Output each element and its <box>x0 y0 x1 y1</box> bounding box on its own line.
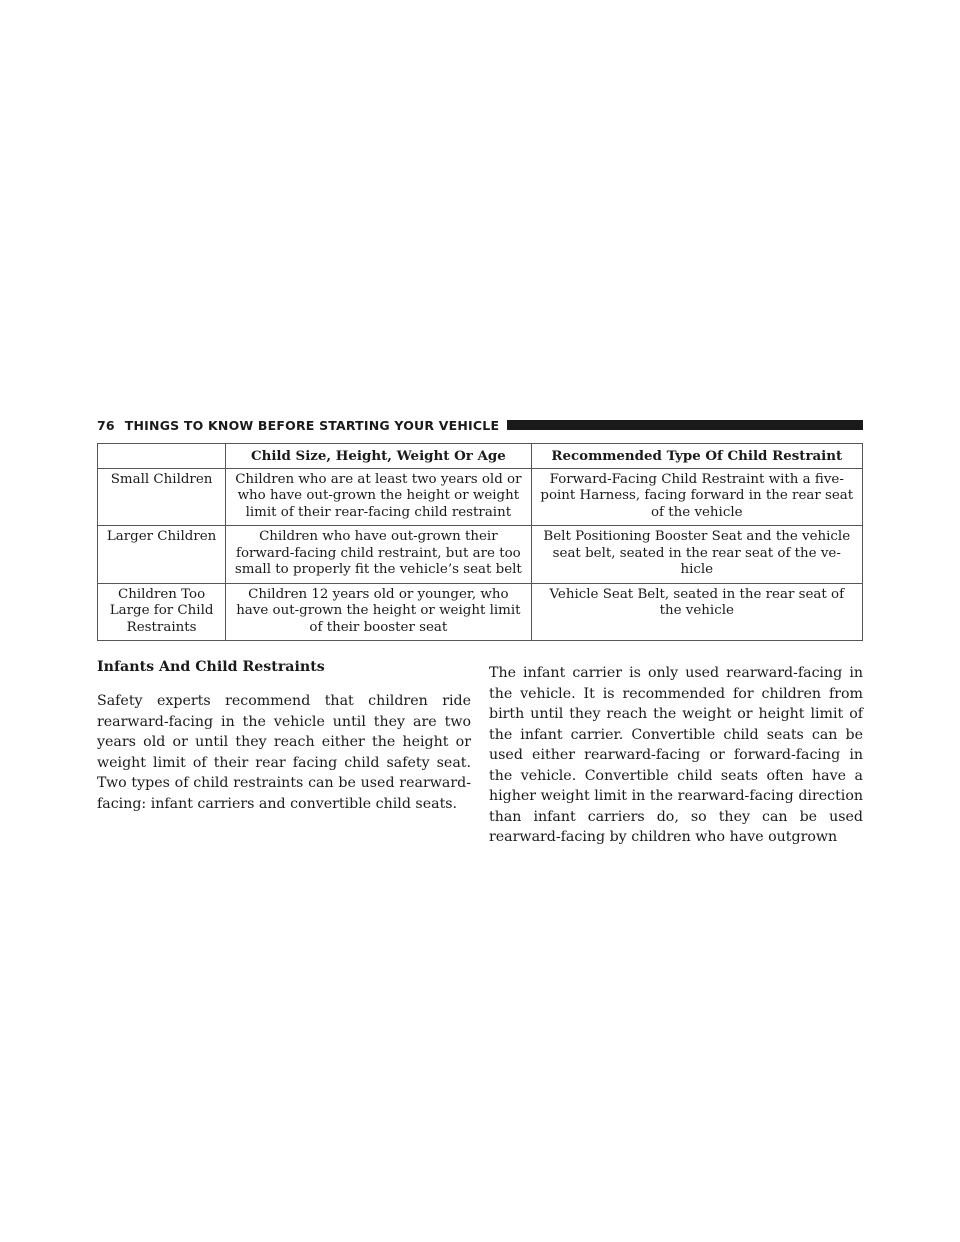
table-row: Small Children Children who are at least… <box>96 467 864 526</box>
table-cell-restraint: Vehicle Seat Belt, seated in the rear se… <box>530 582 864 641</box>
table-cell-category: Children Too Large for Child Restraints <box>96 582 227 641</box>
table-row: Larger Children Children who have out-gr… <box>96 525 864 584</box>
text-column-left: Infants And Child Restraints Safety expe… <box>97 653 471 814</box>
table-header-cell: Recommended Type Of Child Restraint <box>530 443 864 469</box>
child-restraint-table: Child Size, Height, Weight Or Age Recomm… <box>96 443 864 641</box>
table-cell-size: Children who have out-grown their forwar… <box>225 525 532 584</box>
table-cell-size: Children 12 years old or younger, who ha… <box>225 582 532 641</box>
table-header-cell <box>96 443 227 469</box>
text-column-right: The infant carrier is only used rearward… <box>489 663 863 848</box>
table-header-cell: Child Size, Height, Weight Or Age <box>225 443 532 469</box>
section-title: THINGS TO KNOW BEFORE STARTING YOUR VEHI… <box>124 417 500 433</box>
page-number: 76 <box>97 417 115 433</box>
table-cell-size: Children who are at least two years old … <box>225 467 532 526</box>
table-cell-category: Larger Children <box>96 525 227 584</box>
table-row: Children Too Large for Child Restraints … <box>96 582 864 641</box>
table-header-row: Child Size, Height, Weight Or Age Recomm… <box>96 443 864 469</box>
table-cell-restraint: Forward-Facing Child Restraint with a fi… <box>530 467 864 526</box>
table-cell-restraint: Belt Positioning Booster Seat and the ve… <box>530 525 864 584</box>
page-header: 76 THINGS TO KNOW BEFORE STARTING YOUR V… <box>97 416 863 434</box>
section-heading: Infants And Child Restraints <box>97 659 325 675</box>
table-cell-category: Small Children <box>96 467 227 526</box>
body-paragraph: The infant carrier is only used rearward… <box>489 665 863 845</box>
header-rule <box>507 420 863 430</box>
body-paragraph: Safety experts recommend that children r… <box>97 693 471 812</box>
